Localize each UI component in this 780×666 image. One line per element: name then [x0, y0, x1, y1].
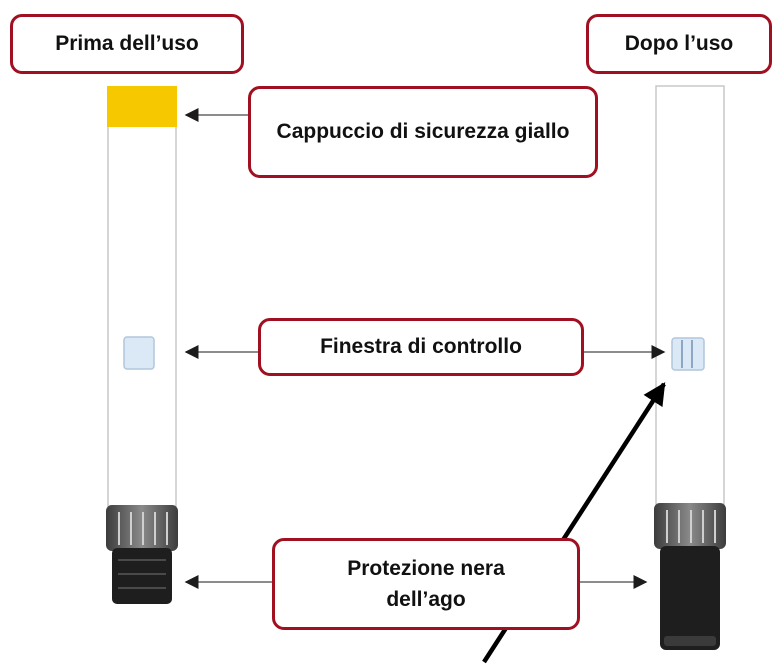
inspection-window-label: Finestra di controllo: [258, 318, 584, 376]
pen-body-after: [655, 85, 725, 505]
pointer-arrows: [184, 108, 666, 589]
black-needle-shield-after: [660, 546, 720, 650]
pen-after-use: [654, 85, 726, 650]
pen-before-use: [106, 86, 178, 604]
inspection-window-before: [123, 336, 155, 370]
safety-cap-label: Cappuccio di sicurezza giallo: [248, 86, 598, 178]
needle-shield-label: Protezione nera dell’ago: [272, 538, 580, 630]
after-use-label: Dopo l’uso: [586, 14, 772, 74]
inspection-window-after: [671, 337, 705, 371]
black-needle-shield-before: [112, 548, 172, 604]
before-use-label: Prima dell’uso: [10, 14, 244, 74]
yellow-safety-cap: [107, 86, 177, 127]
pen-body-before: [107, 87, 177, 507]
